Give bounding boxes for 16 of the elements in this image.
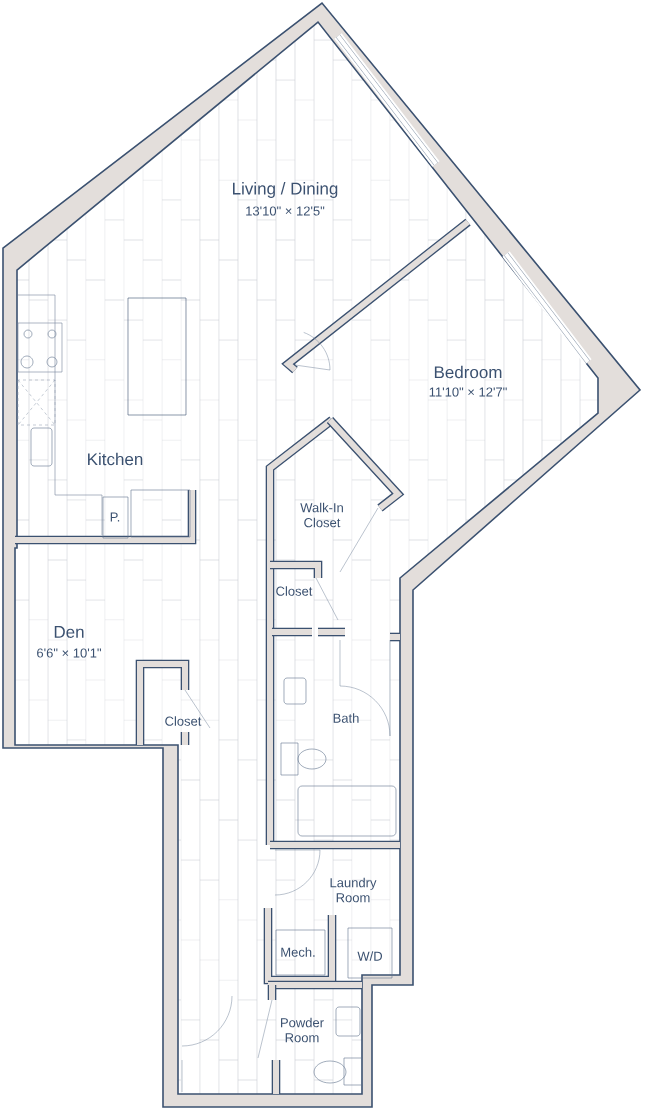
room-label: Living / Dining bbox=[233, 182, 338, 198]
room-label: Den bbox=[54, 626, 84, 638]
room-label: P. bbox=[110, 512, 120, 522]
room-label: Laundry Room bbox=[330, 877, 377, 903]
room-label: Closet bbox=[276, 586, 313, 596]
room-label: Bath bbox=[333, 713, 359, 723]
room-label: Bedroom bbox=[434, 365, 502, 379]
room-dimensions: 13'10" × 12'5" bbox=[246, 206, 325, 216]
room-label: W/D bbox=[357, 951, 382, 961]
room-label: Kitchen bbox=[88, 452, 143, 466]
room-dimensions: 11'10" × 12'7" bbox=[429, 387, 507, 397]
room-label: Walk-In Closet bbox=[300, 502, 343, 528]
room-dimensions: 6'6" × 10'1" bbox=[37, 648, 101, 658]
room-label: Powder Room bbox=[281, 1017, 324, 1043]
room-label: Closet bbox=[165, 716, 202, 726]
room-label: Mech. bbox=[281, 947, 315, 957]
